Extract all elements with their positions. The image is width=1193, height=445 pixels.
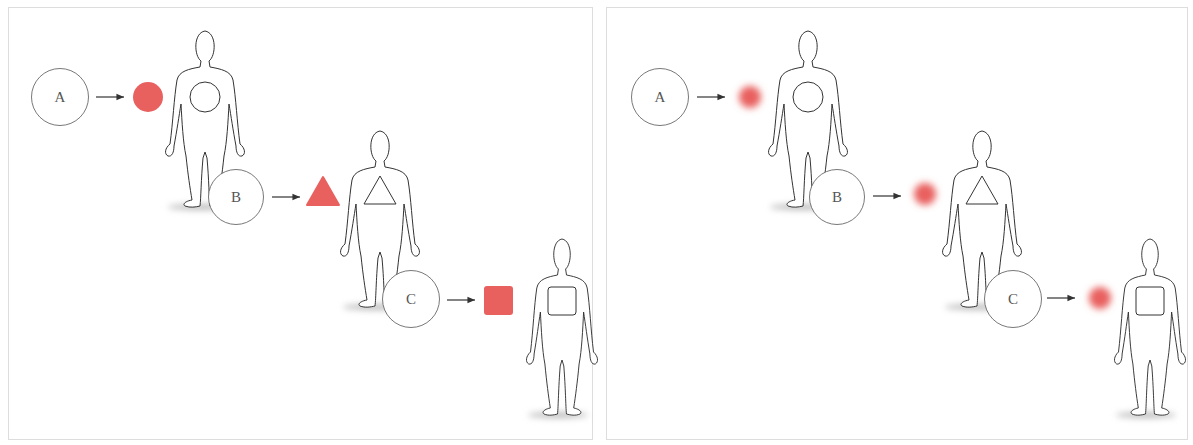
arrow [1047, 297, 1075, 298]
person-figure [526, 239, 597, 415]
letter-circle: A [631, 68, 689, 126]
node-letter: A [55, 90, 66, 105]
red-triangle [307, 177, 339, 205]
circle-ring [209, 170, 264, 225]
arrow [873, 195, 901, 196]
letter-circle: B [208, 169, 264, 225]
arrow [697, 96, 725, 97]
letter-circle: A [31, 68, 89, 126]
chest-triangle [364, 176, 396, 204]
node-letter: B [832, 190, 842, 205]
right-panel [697, 31, 1186, 418]
red-square [484, 286, 513, 315]
arrow [447, 299, 475, 300]
node-letter: A [655, 90, 666, 105]
panel-frame [607, 8, 1188, 440]
arrow [272, 196, 300, 197]
circle-ring [985, 271, 1042, 328]
chest-circle [793, 82, 823, 112]
chest-circle [190, 82, 220, 112]
circle-ring [632, 69, 689, 126]
person-figure [1114, 239, 1185, 415]
node-letter: C [406, 292, 416, 307]
blurred-red-dot [914, 183, 936, 205]
blurred-red-dot [739, 86, 761, 108]
letter-circle: C [382, 270, 440, 328]
blurred-red-dot [1089, 287, 1111, 309]
panel-frame [9, 8, 593, 440]
node-letter: B [231, 190, 241, 205]
letter-circle: C [984, 270, 1042, 328]
chest-square [548, 287, 576, 315]
node-letter: C [1008, 292, 1018, 307]
circle-ring [383, 271, 440, 328]
circle-ring [32, 69, 89, 126]
arrow [96, 96, 124, 97]
circle-ring [810, 170, 865, 225]
letter-circle: B [809, 169, 865, 225]
chest-square [1136, 287, 1164, 315]
red-circle [133, 82, 163, 112]
chest-triangle [966, 176, 998, 204]
left-panel [96, 31, 598, 418]
